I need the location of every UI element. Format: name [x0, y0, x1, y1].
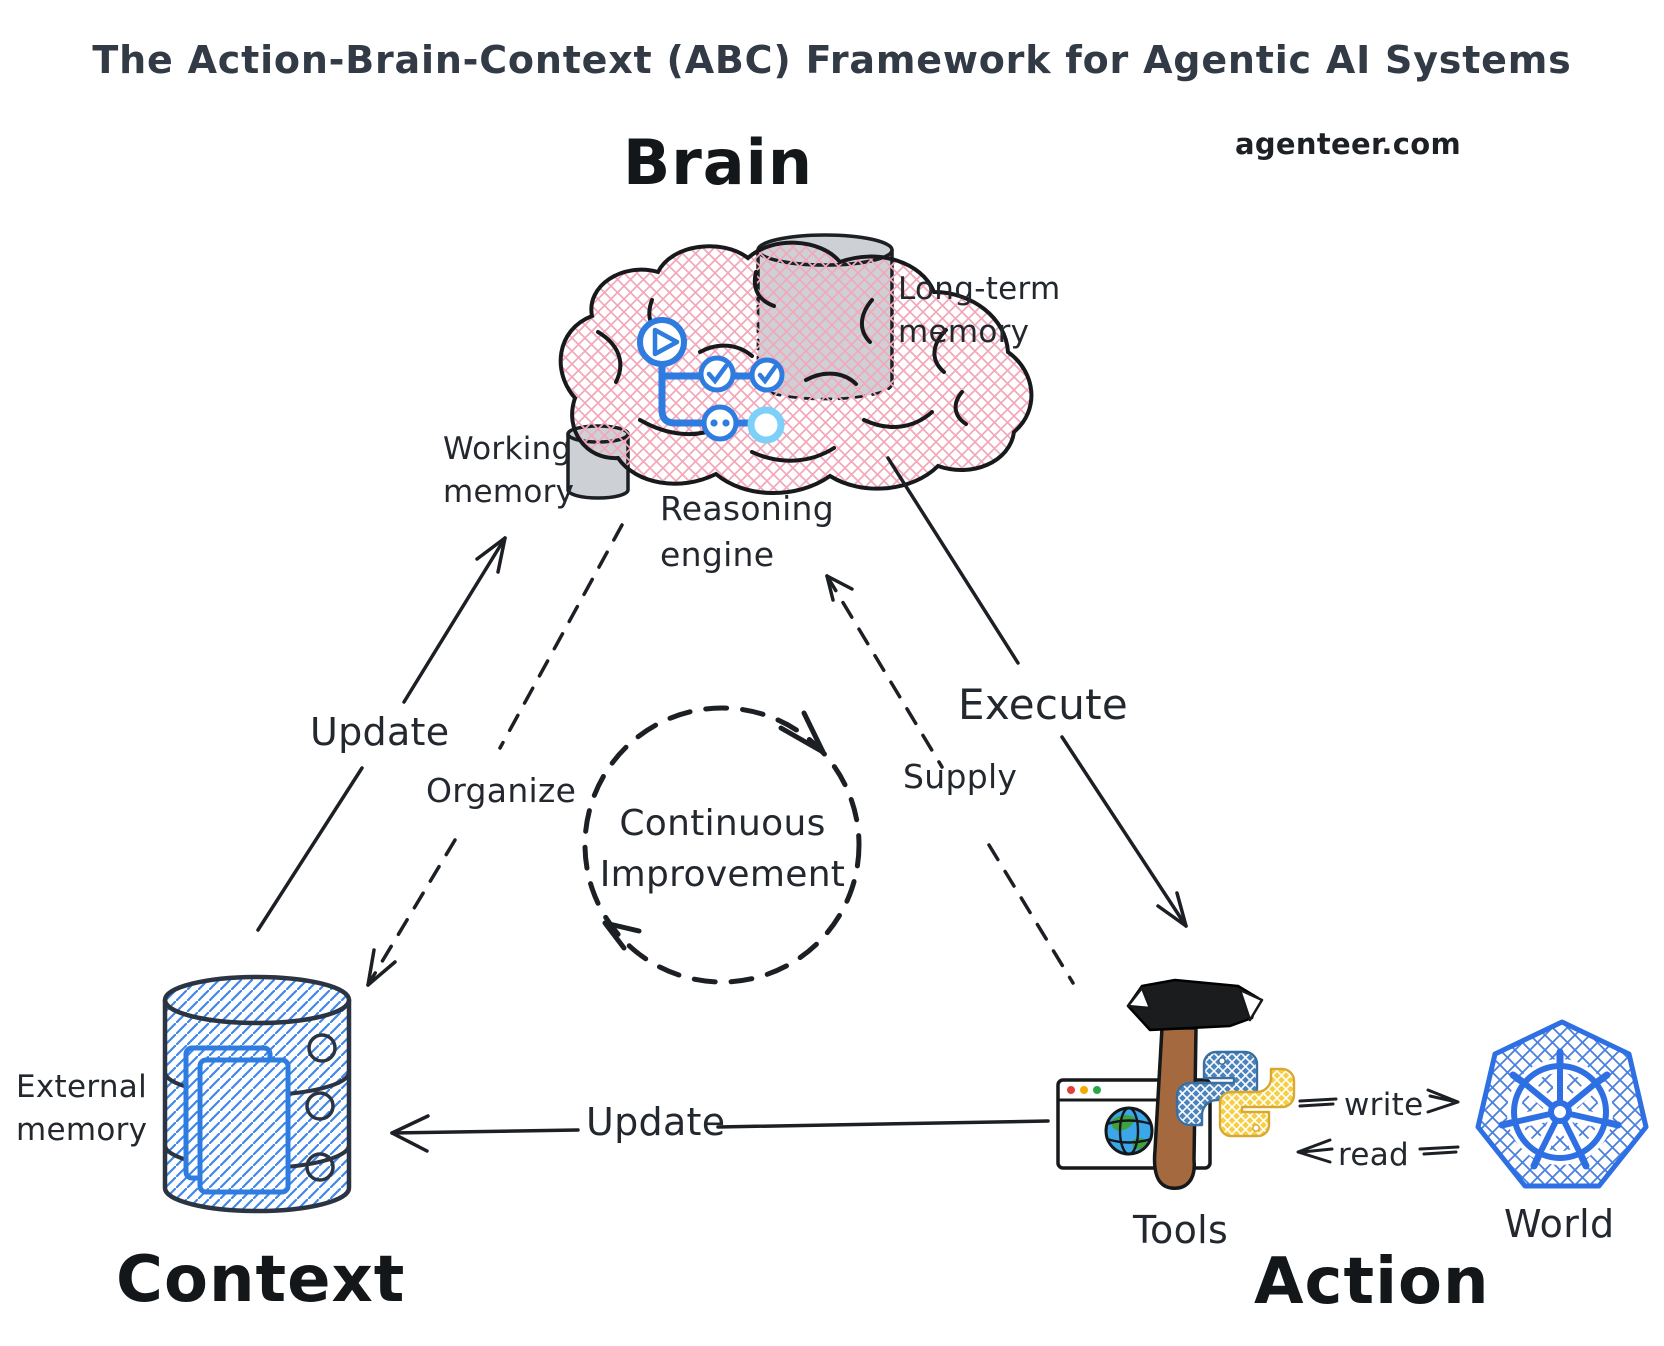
write-arrow [1298, 1088, 1460, 1114]
write-edge-label: write [1344, 1087, 1424, 1123]
external-memory-label: External memory [16, 1069, 148, 1148]
continuous-improvement-loop [582, 705, 862, 985]
check-icon-1 [706, 363, 729, 385]
browser-dot-yellow [1080, 1086, 1088, 1094]
hammer-icon [1126, 978, 1264, 1190]
execute-edge-label: Execute [958, 680, 1129, 729]
update-edge-label-left: Update [310, 710, 450, 754]
check-icon-2 [757, 364, 778, 385]
update-edge-label-bottom: Update [586, 1100, 726, 1144]
document-icons [183, 1045, 291, 1195]
read-edge-label: read [1338, 1137, 1410, 1173]
eye-dot-right [722, 419, 730, 427]
browser-dot-red [1067, 1086, 1075, 1094]
execute-brain-to-action-arrow [886, 456, 1188, 928]
reasoning-engine-label: Reasoning engine [660, 489, 835, 574]
db-dot-1 [307, 1033, 337, 1063]
working-memory-label: Working memory [443, 431, 575, 510]
eyes-node [701, 404, 739, 442]
context-database [162, 974, 352, 1214]
play-icon [652, 327, 680, 357]
browser-dot-green [1093, 1086, 1101, 1094]
context-heading: Context [116, 1243, 406, 1317]
read-arrow [1296, 1138, 1460, 1164]
supply-edge-label: Supply [903, 757, 1018, 796]
check-node-1 [698, 355, 736, 393]
world-label: World [1504, 1202, 1615, 1246]
organize-brain-to-context-arrow [366, 523, 624, 987]
loop-arrowhead-top [778, 710, 826, 755]
hammer-handle [1152, 1026, 1198, 1190]
db-dot-3 [305, 1152, 335, 1182]
update-action-to-context-arrow [390, 1114, 1050, 1153]
diagram-title: The Action-Brain-Context (ABC) Framework… [92, 38, 1572, 82]
loop-arrowhead-bottom [602, 920, 642, 951]
brain-heading: Brain [622, 126, 814, 199]
wheel [1498, 1048, 1622, 1170]
long-term-memory-label: Long-term memory [898, 271, 1061, 350]
globe-icon [1104, 1106, 1154, 1156]
eye-dot-left [710, 419, 718, 427]
brain-outline [558, 240, 1034, 495]
continuous-improvement-label: Continuous Improvement [599, 803, 846, 896]
organize-edge-label: Organize [426, 771, 577, 810]
db-dot-2 [305, 1091, 335, 1121]
tools-label: Tools [1133, 1208, 1229, 1252]
flow-connectors [658, 360, 755, 427]
update-context-to-brain-arrow [256, 536, 507, 932]
supply-action-to-brain-arrow [825, 574, 1075, 985]
python-icon [1175, 1050, 1296, 1138]
empty-node [747, 406, 785, 444]
world-icon [1475, 1019, 1649, 1189]
reasoning-flowchart [637, 317, 785, 444]
action-heading: Action [1254, 1245, 1490, 1319]
watermark: agenteer.com [1235, 127, 1461, 161]
